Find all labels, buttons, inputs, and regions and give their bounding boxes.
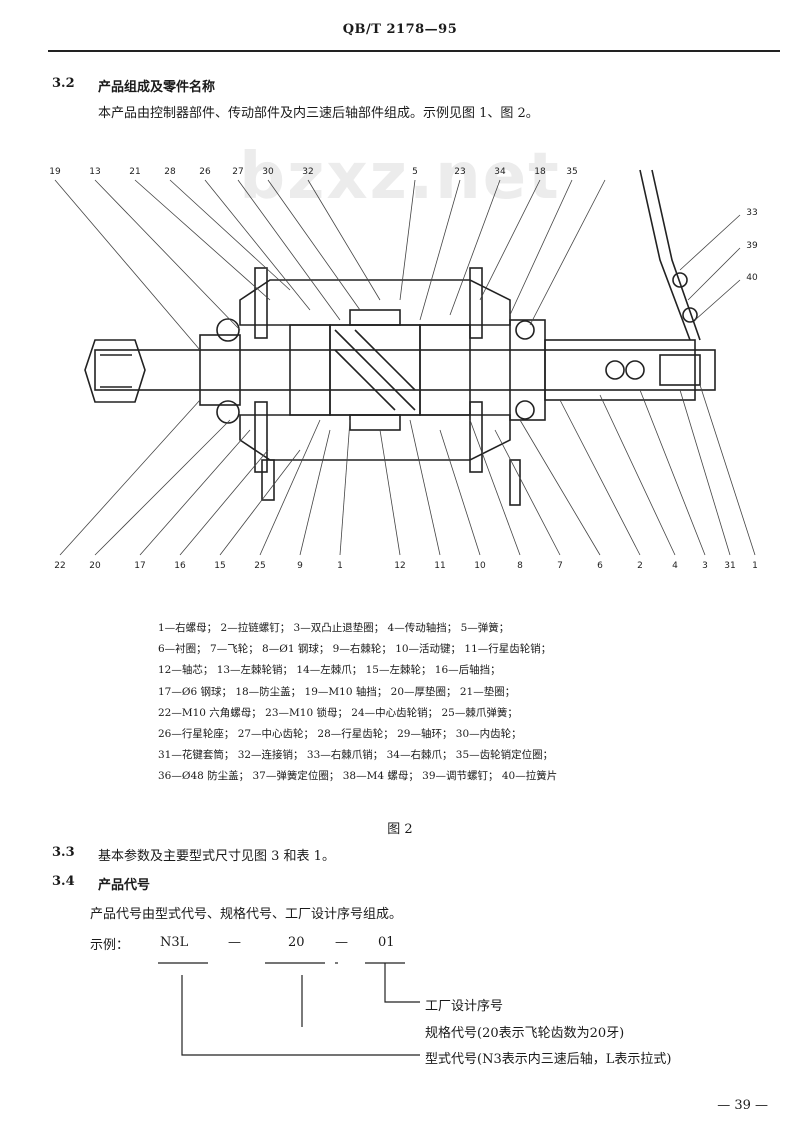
top-callout-label: 30 bbox=[262, 167, 274, 177]
legend-line: 17—Ø6 钢球； 18—防尘盖； 19—M10 轴挡； 20—厚垫圈； 21—… bbox=[158, 685, 516, 698]
section-3-4-title: 产品代号 bbox=[98, 878, 151, 893]
legend-line: 6—衬圈； 7—飞轮； 8—Ø1 钢球； 9—右棘轮； 10—活动键； 11—行… bbox=[158, 643, 552, 656]
watermark: bzxz.net bbox=[239, 140, 561, 214]
parts-legend: 1—右螺母； 2—拉链螺钉； 3—双凸止退垫圈； 4—传动轴挡； 5—弹簧； 6… bbox=[158, 618, 778, 788]
bottom-callout-label: 12 bbox=[394, 561, 405, 571]
top-callout-label: 18 bbox=[534, 167, 546, 177]
section-3-2-number: 3.2 bbox=[52, 76, 75, 91]
code-spec-desc: 规格代号(20表示飞轮齿数为20牙) bbox=[425, 1026, 625, 1041]
code-type-desc: 型式代号(N3表示内三速后轴，L表示拉式) bbox=[425, 1052, 672, 1067]
code-dash-2: — bbox=[335, 935, 348, 950]
section-3-3-text: 基本参数及主要型式尺寸见图 3 和表 1。 bbox=[98, 849, 335, 864]
bottom-callout-label: 8 bbox=[517, 561, 523, 571]
bottom-callout-label: 9 bbox=[297, 561, 303, 571]
bottom-callout-label: 31 bbox=[724, 561, 735, 571]
legend-line: 31—花键套筒； 32—连接销； 33—右棘爪销； 34—右棘爪； 35—齿轮销… bbox=[158, 749, 554, 762]
bottom-callout-label: 15 bbox=[214, 561, 225, 571]
section-3-2-title: 产品组成及零件名称 bbox=[98, 80, 216, 95]
bottom-callout-label: 16 bbox=[174, 561, 186, 571]
bottom-callout-label: 20 bbox=[89, 561, 101, 571]
top-callout-label: 26 bbox=[199, 167, 211, 177]
bottom-callout-label: 2 bbox=[637, 561, 643, 571]
right-callout-label: 39 bbox=[746, 241, 758, 251]
top-callout-label: 5 bbox=[412, 167, 418, 177]
section-3-2-body: 本产品由控制器部件、传动部件及内三速后轴部件组成。示例见图 1、图 2。 bbox=[98, 106, 539, 121]
page-number: — 39 — bbox=[717, 1098, 768, 1113]
top-callout-label: 19 bbox=[49, 167, 61, 177]
code-serial-desc: 工厂设计序号 bbox=[425, 999, 504, 1014]
code-bracket-lines bbox=[158, 962, 420, 1056]
header-rule bbox=[48, 50, 780, 52]
page-header: QB/T 2178—95 bbox=[342, 22, 458, 37]
top-callout-label: 32 bbox=[302, 167, 313, 177]
section-3-4-body: 产品代号由型式代号、规格代号、工厂设计序号组成。 bbox=[90, 907, 403, 922]
bottom-callout-label: 1 bbox=[337, 561, 343, 571]
bottom-callout-label: 4 bbox=[672, 561, 678, 571]
top-callout-label: 35 bbox=[566, 167, 577, 177]
bottom-callout-label: 10 bbox=[474, 561, 486, 571]
legend-line: 12—轴芯； 13—左棘轮销； 14—左棘爪； 15—左棘轮； 16—后轴挡； bbox=[158, 664, 501, 677]
right-callout-label: 40 bbox=[746, 273, 758, 283]
top-callout-label: 27 bbox=[232, 167, 243, 177]
legend-line: 26—行星轮座； 27—中心齿轮； 28—行星齿轮； 29—轴环； 30—内齿轮… bbox=[158, 728, 522, 741]
code-type: N3L bbox=[160, 935, 189, 950]
legend-line: 22—M10 六角螺母； 23—M10 锁母； 24—中心齿轮销； 25—棘爪弹… bbox=[158, 706, 518, 719]
code-spec: 20 bbox=[288, 935, 305, 950]
top-callout-label: 28 bbox=[164, 167, 176, 177]
legend-line: 36—Ø48 防尘盖； 37—弹簧定位圈； 38—M4 螺母； 39—调节螺钉；… bbox=[158, 770, 558, 783]
bottom-callout-label: 11 bbox=[434, 561, 445, 571]
figure-caption: 图 2 bbox=[387, 822, 413, 837]
top-callout-label: 23 bbox=[454, 167, 465, 177]
top-callout-label: 13 bbox=[89, 167, 100, 177]
bottom-callout-label: 3 bbox=[702, 561, 708, 571]
bottom-callout-label: 6 bbox=[597, 561, 603, 571]
bottom-callout-label: 17 bbox=[134, 561, 145, 571]
example-label: 示例： bbox=[90, 938, 130, 953]
code-serial: 01 bbox=[378, 935, 395, 950]
top-callout-label: 34 bbox=[494, 167, 506, 177]
top-callout-label: 21 bbox=[129, 167, 140, 177]
bottom-callout-label: 25 bbox=[254, 561, 265, 571]
bottom-callout-label: 1 bbox=[752, 561, 758, 571]
bottom-callout-label: 7 bbox=[557, 561, 563, 571]
code-dash-1: — bbox=[228, 935, 241, 950]
bottom-callout-label: 22 bbox=[54, 561, 65, 571]
right-callout-label: 33 bbox=[746, 208, 757, 218]
section-3-4-number: 3.4 bbox=[52, 874, 75, 889]
legend-line: 1—右螺母； 2—拉链螺钉； 3—双凸止退垫圈； 4—传动轴挡； 5—弹簧； bbox=[158, 622, 510, 634]
section-3-3-number: 3.3 bbox=[52, 845, 75, 860]
